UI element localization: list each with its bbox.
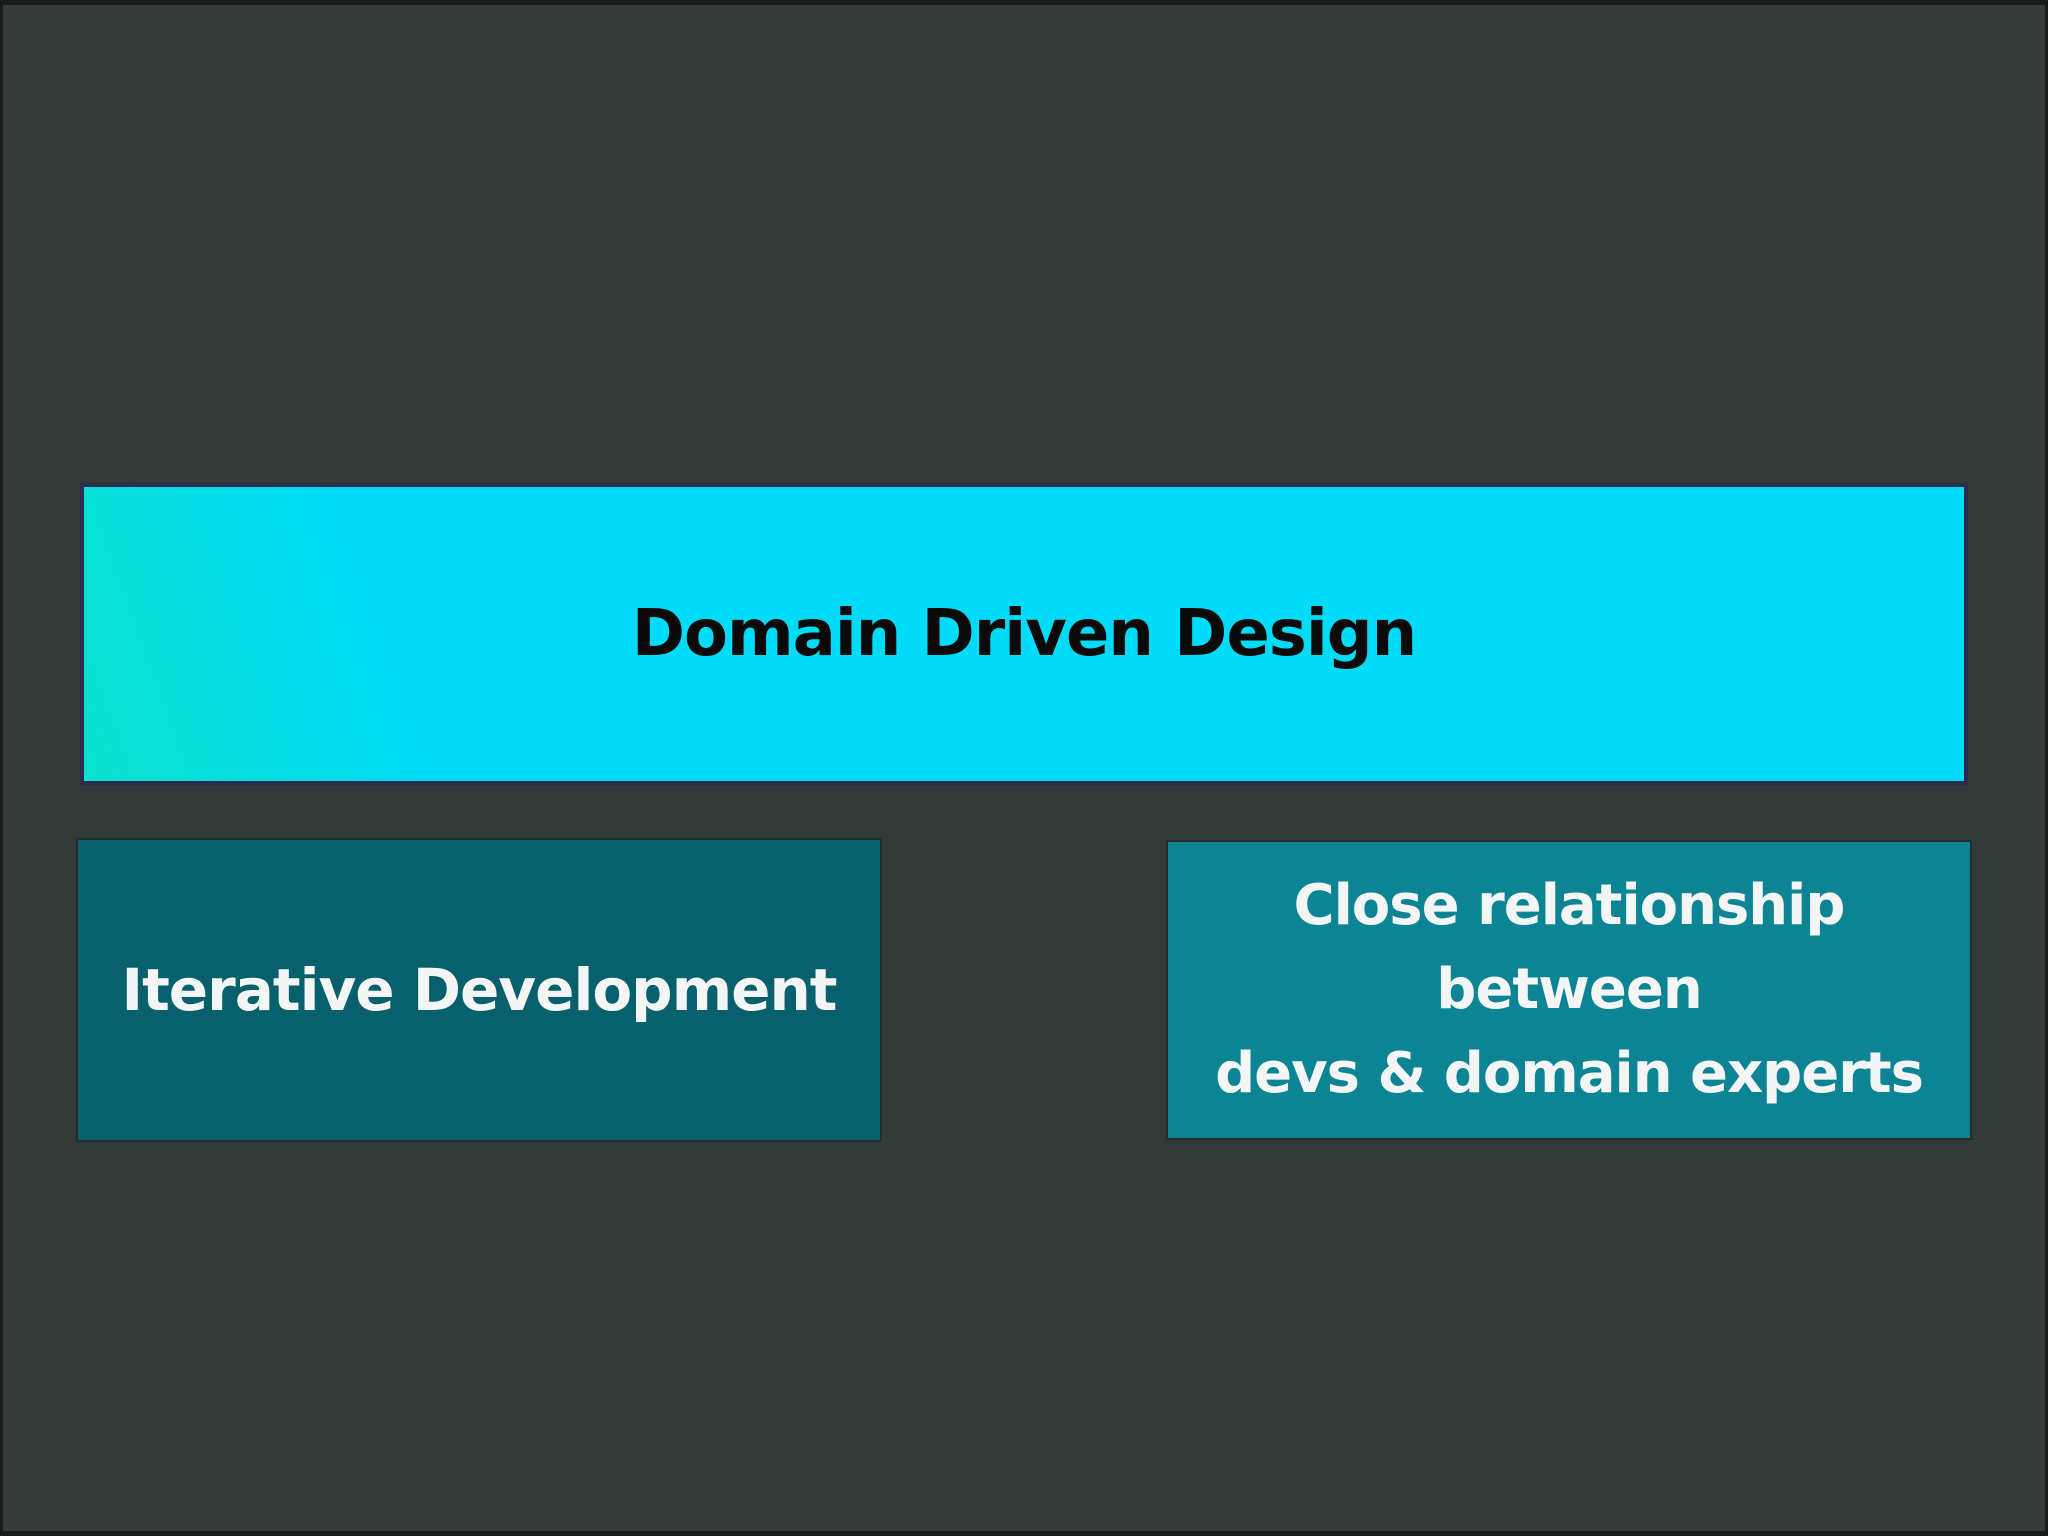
frame-right-edge: [2045, 0, 2048, 1536]
box-close-relationship: Close relationship between devs & domain…: [1168, 842, 1970, 1138]
iterative-development-text: Iterative Development: [121, 956, 838, 1024]
box-iterative-development: Iterative Development: [78, 840, 880, 1140]
frame-top-edge: [0, 0, 2048, 5]
title-box-domain-driven-design: Domain Driven Design: [80, 483, 1968, 785]
close-relationship-line-3: devs & domain experts: [1215, 1041, 1924, 1106]
frame-bottom-edge: [0, 1531, 2048, 1536]
close-relationship-line-1: Close relationship: [1293, 873, 1846, 938]
frame-left-edge: [0, 0, 3, 1536]
title-text: Domain Driven Design: [631, 597, 1417, 671]
close-relationship-line-2: between: [1436, 957, 1702, 1022]
